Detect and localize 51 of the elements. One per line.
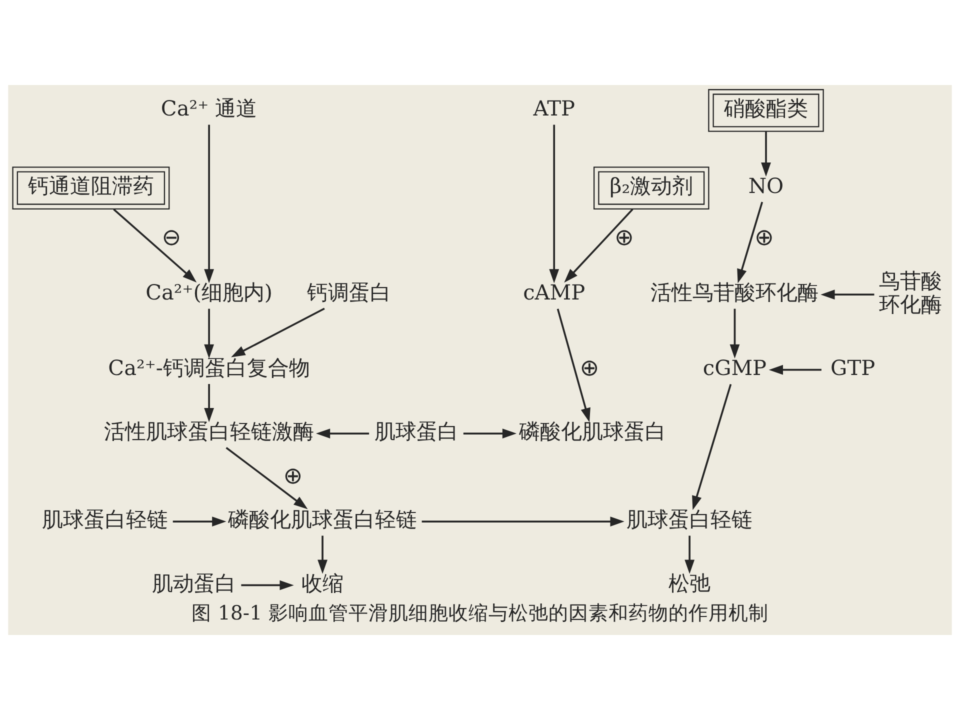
node-text: 鸟苷酸环化酶 (879, 269, 942, 316)
edge-label: ⊕ (580, 356, 600, 382)
node-text: Ca²⁺(细胞内) (146, 280, 273, 305)
node-text: 磷酸化肌球蛋白轻链 (228, 508, 418, 532)
node-text: cAMP (523, 280, 586, 305)
arrow (761, 131, 771, 177)
arrow (684, 536, 695, 574)
node-text: 活性鸟苷酸环化酶 (650, 280, 819, 305)
arrow (172, 516, 226, 526)
arrow (422, 516, 624, 526)
arrow (204, 124, 214, 284)
arrow (692, 384, 732, 510)
arrow (730, 308, 740, 359)
arrow (226, 446, 308, 510)
arrow (564, 208, 634, 283)
arrow (113, 208, 197, 282)
edge-label: ⊕ (614, 224, 634, 251)
node-text: 松弛 (668, 571, 711, 596)
node-text: GTP (830, 356, 876, 380)
node-text: 活性肌球蛋白轻链激酶 (104, 420, 314, 444)
node-text: 磷酸化肌球蛋白 (518, 420, 666, 444)
edge-label: ⊕ (754, 224, 774, 251)
arrow (556, 308, 590, 422)
node-text: 肌球蛋白 (374, 420, 458, 444)
arrow (316, 428, 370, 438)
node-text: ATP (533, 96, 576, 121)
arrow (231, 308, 325, 358)
caption: 图 18-1 影响血管平滑肌细胞收缩与松弛的因素和药物的作用机制 (192, 601, 768, 624)
node-text: 肌球蛋白轻链 (626, 508, 753, 532)
arrow (820, 290, 874, 300)
node-text: cGMP (702, 356, 767, 380)
edge-label: ⊖ (162, 224, 182, 251)
node-text: Ca²⁺-钙调蛋白复合物 (108, 356, 310, 380)
node-text: 收缩 (302, 571, 344, 596)
arrow (204, 384, 214, 422)
arrow (549, 124, 560, 284)
node-box: β₂激动剂 (593, 166, 710, 210)
node-text: 肌球蛋白轻链 (42, 508, 168, 532)
arrow (737, 202, 764, 284)
node-text: NO (748, 174, 784, 198)
arrow (241, 580, 294, 590)
arrow (204, 308, 214, 359)
node-text: 钙调蛋白 (307, 280, 392, 305)
node-box: 硝酸酯类 (708, 89, 824, 132)
arrow (768, 364, 822, 375)
node-box: 钙通道阻滞药 (12, 166, 170, 210)
arrow (318, 536, 328, 574)
node-text: Ca²⁺ 通道 (160, 96, 258, 121)
arrow (463, 428, 517, 438)
node-text: 肌动蛋白 (152, 571, 236, 596)
edge-label: ⊕ (283, 463, 303, 490)
